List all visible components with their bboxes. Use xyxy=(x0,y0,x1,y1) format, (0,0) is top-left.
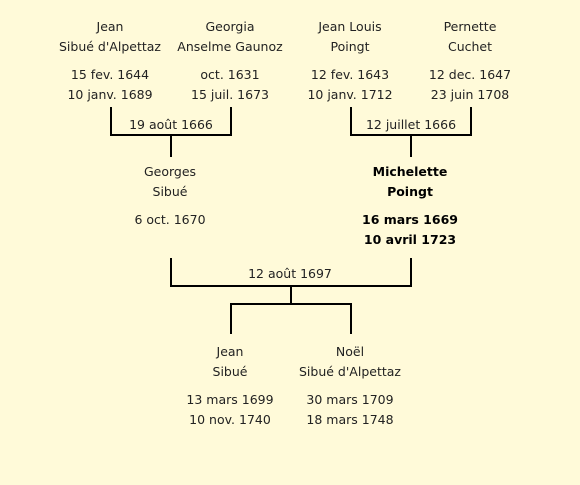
person-jean-sibue-jr: Jean Sibué 13 mars 1699 10 nov. 1740 xyxy=(160,342,300,430)
person-first-name: Noël xyxy=(335,344,365,359)
person-jean-sibue-dalpettaz-sr: Jean Sibué d'Alpettaz 15 fev. 1644 10 ja… xyxy=(40,17,180,105)
person-death-date: 23 juin 1708 xyxy=(430,87,510,102)
person-birth-date: 13 mars 1699 xyxy=(186,392,274,407)
person-birth-date: 15 fev. 1644 xyxy=(70,67,150,82)
person-death-date: 10 janv. 1689 xyxy=(67,87,153,102)
person-first-name: Georges xyxy=(143,164,197,179)
person-last-name: Sibué d'Alpettaz xyxy=(59,39,161,54)
person-birth-date: 6 oct. 1670 xyxy=(134,212,206,227)
person-last-name: Sibué d'Alpettaz xyxy=(299,364,401,379)
person-birth-date: 12 dec. 1647 xyxy=(428,67,512,82)
person-georges-sibue: Georges Sibué 6 oct. 1670 xyxy=(100,162,240,230)
person-first-name: Jean xyxy=(216,344,244,359)
person-first-name: Georgia xyxy=(205,19,255,34)
person-last-name: Sibué xyxy=(212,364,248,379)
person-first-name: Michelette xyxy=(372,164,448,179)
person-michelette-poingt: Michelette Poingt 16 mars 1669 10 avril … xyxy=(340,162,480,250)
person-pernette-cuchet: Pernette Cuchet 12 dec. 1647 23 juin 170… xyxy=(400,17,540,105)
person-death-date: 15 juil. 1673 xyxy=(191,87,269,102)
person-georgia-anselme-gaunoz: Georgia Anselme Gaunoz oct. 1631 15 juil… xyxy=(160,17,300,105)
person-death-date: 10 janv. 1712 xyxy=(307,87,393,102)
person-last-name: Cuchet xyxy=(447,39,493,54)
person-death-date: 10 nov. 1740 xyxy=(189,412,271,427)
person-first-name: Pernette xyxy=(443,19,497,34)
person-last-name: Anselme Gaunoz xyxy=(177,39,283,54)
marriage-date: 12 juillet 1666 xyxy=(365,117,457,132)
person-last-name: Poingt xyxy=(387,184,433,199)
marriage-date: 19 août 1666 xyxy=(129,117,213,132)
person-death-date: 18 mars 1748 xyxy=(306,412,394,427)
person-birth-date: 16 mars 1669 xyxy=(362,212,458,227)
person-last-name: Sibué xyxy=(152,184,188,199)
person-birth-date: 12 fev. 1643 xyxy=(310,67,390,82)
person-birth-date: oct. 1631 xyxy=(200,67,260,82)
person-noel-sibue-dalpettaz: Noël Sibué d'Alpettaz 30 mars 1709 18 ma… xyxy=(280,342,420,430)
person-first-name: Jean xyxy=(96,19,124,34)
person-jean-louis-poingt: Jean Louis Poingt 12 fev. 1643 10 janv. … xyxy=(280,17,420,105)
person-death-date: 10 avril 1723 xyxy=(363,232,457,247)
person-birth-date: 30 mars 1709 xyxy=(306,392,394,407)
marriage-date: 12 août 1697 xyxy=(248,266,332,281)
person-first-name: Jean Louis xyxy=(318,19,382,34)
person-last-name: Poingt xyxy=(330,39,370,54)
